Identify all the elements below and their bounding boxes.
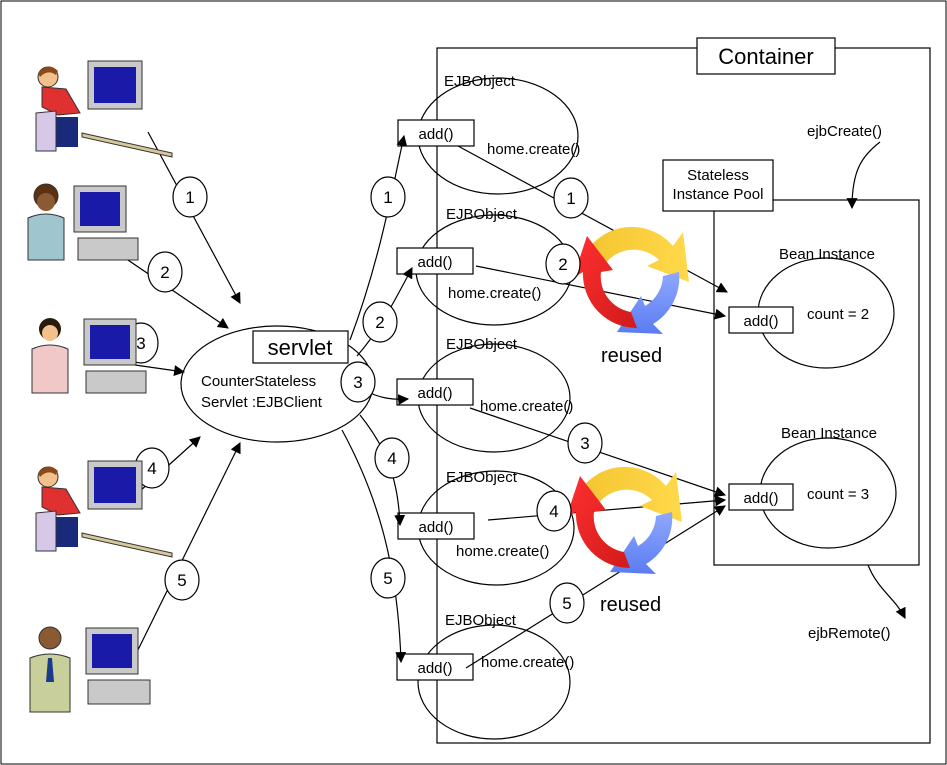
- svg-text:4: 4: [549, 502, 558, 521]
- ejb-object-1: EJBObject add() home.create(): [397, 73, 580, 195]
- step-circle: 4: [536, 490, 572, 532]
- add-method-box: [396, 378, 474, 406]
- svg-text:2: 2: [375, 313, 384, 332]
- servlet-step-numbers: 1 2 3 4 5: [340, 176, 410, 599]
- pool-label-line2: Instance Pool: [673, 186, 764, 203]
- svg-text:3: 3: [353, 373, 362, 392]
- home-create-label: home.create(): [487, 141, 580, 158]
- pool-label-box: [662, 159, 774, 212]
- reused-label: reused: [601, 345, 662, 367]
- ejb-object-oval: [417, 624, 571, 740]
- servlet-label: servlet: [268, 335, 333, 360]
- servlet-label-box: [252, 330, 349, 364]
- ejb-object-5: EJBObject add() home.create(): [396, 612, 574, 740]
- reuse-cycle-icon: [566, 466, 682, 574]
- arrow-servlet-1: [349, 134, 408, 341]
- add-method-box: [397, 119, 475, 147]
- svg-text:3: 3: [580, 434, 589, 453]
- arrow-client-2: [124, 257, 229, 329]
- bean-add-label: add(): [743, 490, 778, 507]
- step-circle: 2: [545, 243, 581, 285]
- pool-label-line1: Stateless: [687, 167, 749, 184]
- step-circle: 3: [567, 422, 603, 464]
- arrow-client-5: [131, 442, 241, 663]
- step-circle: 5: [370, 557, 406, 599]
- bean-count-label: count = 2: [807, 306, 869, 323]
- bean-count-label: count = 3: [807, 486, 869, 503]
- home-create-label: home.create(): [480, 398, 573, 415]
- home-create-label: home.create(): [448, 285, 541, 302]
- step-circle: 5: [164, 559, 200, 601]
- svg-text:5: 5: [383, 569, 392, 588]
- bean-title: Bean Instance: [779, 246, 875, 263]
- arrow-bean-4: [487, 495, 727, 521]
- bean-instance-2: Bean Instance add() count = 3: [728, 425, 897, 549]
- bean-add-label: add(): [743, 313, 778, 330]
- bean-step-numbers: 1 2 3 4 5: [536, 177, 603, 624]
- add-method-label: add(): [417, 254, 452, 271]
- container-label-box: [696, 37, 836, 75]
- client-woman-2-icon: [31, 318, 147, 394]
- step-circle: 1: [553, 177, 589, 219]
- instance-pool-box: [713, 199, 920, 566]
- add-method-box: [397, 512, 475, 540]
- ejb-create-label: ejbCreate(): [807, 123, 882, 140]
- client-man-desk-2-icon: [35, 460, 173, 558]
- step-circle: 1: [172, 176, 208, 218]
- container-label: Container: [718, 44, 813, 69]
- svg-text:5: 5: [562, 594, 571, 613]
- ejb-object-title: EJBObject: [446, 469, 518, 486]
- step-circle: 4: [374, 437, 410, 479]
- ejb-object-4: EJBObject add() home.create(): [397, 469, 575, 586]
- client-man-desk-icon: [35, 60, 173, 158]
- bean-title: Bean Instance: [781, 425, 877, 442]
- ejb-remove-label: ejbRemote(): [808, 625, 891, 642]
- ejb-create-arrow: [846, 141, 881, 210]
- add-method-label: add(): [418, 519, 453, 536]
- svg-text:4: 4: [387, 449, 396, 468]
- ejb-object-title: EJBObject: [446, 206, 518, 223]
- svg-text:4: 4: [147, 459, 156, 478]
- servlet-class-line1: CounterStateless: [201, 373, 316, 390]
- reuse-cycle-icon: [573, 226, 689, 334]
- client-woman-icon: [27, 183, 139, 261]
- ejb-remove-arrow: [867, 564, 906, 619]
- bean-add-box: [728, 306, 794, 334]
- bean-instance-1: Bean Instance add() count = 2: [728, 246, 895, 369]
- client-man-suit-icon: [29, 626, 151, 713]
- add-method-label: add(): [417, 660, 452, 677]
- ejb-object-title: EJBObject: [444, 73, 516, 90]
- ejb-object-3: EJBObject add() home.create(): [396, 336, 573, 453]
- svg-text:3: 3: [136, 334, 145, 353]
- step-circle: 3: [340, 361, 376, 403]
- servlet-class-line2: Servlet :EJBClient: [201, 394, 323, 411]
- svg-text:1: 1: [566, 189, 575, 208]
- svg-text:2: 2: [160, 263, 169, 282]
- step-circle: 5: [549, 582, 585, 624]
- svg-text:5: 5: [177, 571, 186, 590]
- home-create-label: home.create(): [456, 543, 549, 560]
- arrow-servlet-5: [341, 429, 407, 664]
- svg-text:1: 1: [185, 188, 194, 207]
- step-circle: 2: [147, 251, 183, 293]
- bean-add-box: [728, 483, 794, 511]
- step-circle: 4: [134, 447, 170, 489]
- ejb-object-title: EJBObject: [446, 336, 518, 353]
- add-method-label: add(): [417, 385, 452, 402]
- svg-text:2: 2: [558, 255, 567, 274]
- add-method-box: [396, 653, 474, 681]
- arrow-client-3: [127, 363, 186, 377]
- add-method-label: add(): [418, 126, 453, 143]
- arrow-bean-5: [465, 505, 726, 669]
- client-step-numbers: 1 2 3 4 5: [123, 176, 208, 601]
- reused-label: reused: [600, 594, 661, 616]
- home-create-label: home.create(): [481, 654, 574, 671]
- step-circle: 2: [362, 301, 398, 343]
- svg-text:1: 1: [383, 188, 392, 207]
- ejb-object-title: EJBObject: [445, 612, 517, 629]
- step-circle: 1: [370, 176, 406, 218]
- arrow-client-1: [147, 131, 241, 304]
